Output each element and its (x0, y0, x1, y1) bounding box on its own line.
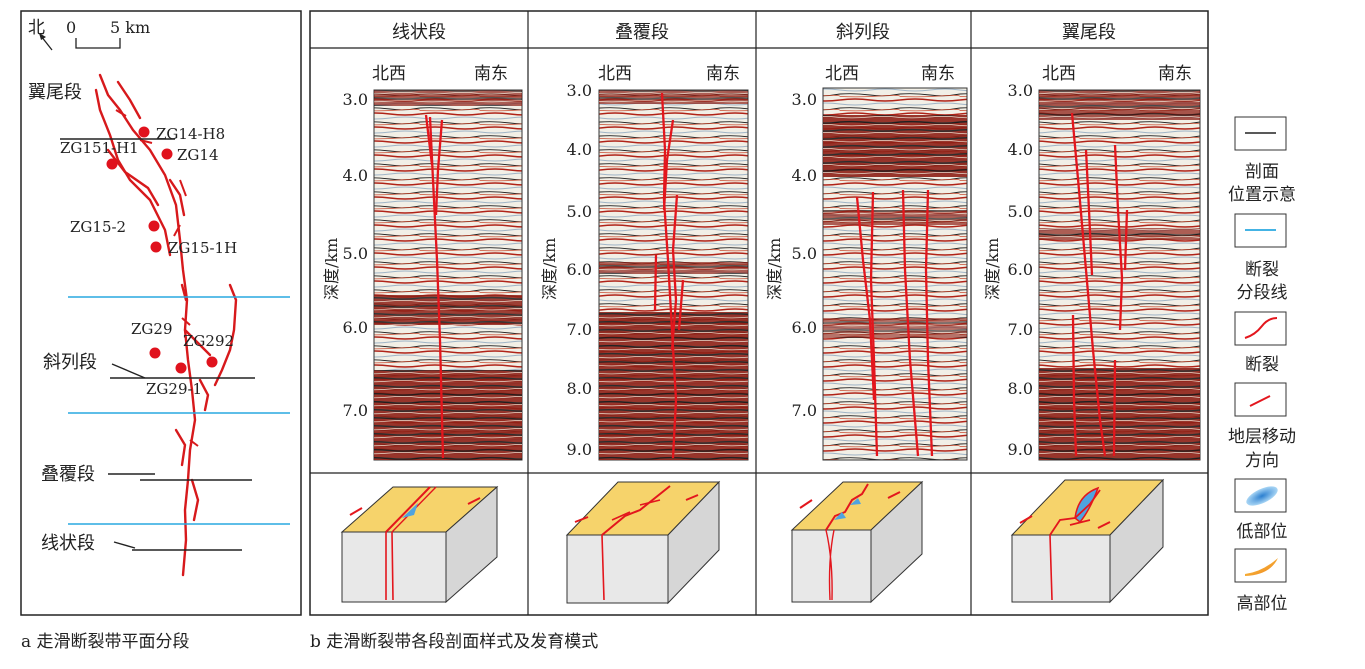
dir-left-label: 北西 (1042, 64, 1076, 84)
block-model-echelon (790, 480, 924, 604)
dir-left-label: 北西 (825, 64, 859, 84)
caption-b: b 走滑断裂带各段剖面样式及发育模式 (310, 632, 599, 652)
column-title-wing-tail: 翼尾段 (1062, 22, 1116, 43)
depth-ticks-overlap: 3.0 4.0 5.0 6.0 7.0 8.0 9.0 (567, 81, 592, 459)
svg-text:5.0: 5.0 (1008, 202, 1033, 221)
svg-text:4.0: 4.0 (792, 166, 817, 185)
legend-label: 剖面 (1245, 162, 1279, 182)
dir-left-label: 北西 (372, 64, 406, 84)
caption-a: a 走滑断裂带平面分段 (21, 632, 190, 652)
scale-bar (75, 38, 121, 49)
dir-right-label: 南东 (1158, 64, 1192, 84)
column-title-echelon: 斜列段 (836, 22, 890, 43)
scale-end-label: 5 km (110, 18, 150, 37)
legend-label: 断裂 (1245, 355, 1279, 375)
seismic-section-echelon (822, 87, 968, 461)
legend-label: 低部位 (1237, 522, 1288, 542)
well-label: ZG292 (183, 332, 234, 350)
well-markers (106, 126, 218, 374)
svg-text:8.0: 8.0 (1008, 379, 1033, 398)
segment-boundary-lines (68, 296, 290, 525)
segment-label-echelon: 斜列段 (43, 352, 97, 373)
svg-text:7.0: 7.0 (1008, 320, 1033, 339)
svg-text:5.0: 5.0 (343, 244, 368, 263)
dir-right-label: 南东 (706, 64, 740, 84)
svg-text:7.0: 7.0 (792, 401, 817, 420)
svg-text:4.0: 4.0 (343, 166, 368, 185)
svg-text:6.0: 6.0 (1008, 260, 1033, 279)
svg-text:4.0: 4.0 (1008, 140, 1033, 159)
legend-label: 高部位 (1237, 594, 1288, 614)
well-label: ZG15-1H (168, 239, 237, 257)
svg-text:4.0: 4.0 (567, 140, 592, 159)
profile-location-lines (60, 138, 255, 551)
depth-ticks-linear: 3.0 4.0 5.0 6.0 7.0 (343, 90, 368, 420)
svg-text:6.0: 6.0 (567, 260, 592, 279)
svg-text:3.0: 3.0 (343, 90, 368, 109)
svg-text:6.0: 6.0 (343, 318, 368, 337)
svg-text:3.0: 3.0 (567, 81, 592, 100)
svg-text:8.0: 8.0 (567, 379, 592, 398)
block-model-overlap (565, 480, 721, 605)
scale-zero-label: 0 (66, 18, 76, 37)
svg-text:7.0: 7.0 (343, 401, 368, 420)
well-label: ZG15-2 (70, 218, 126, 236)
map-panel-frame (20, 10, 302, 616)
svg-text:5.0: 5.0 (567, 202, 592, 221)
segment-label-overlap: 叠覆段 (41, 464, 95, 485)
svg-text:7.0: 7.0 (567, 320, 592, 339)
depth-axis-label: 深度/km (765, 238, 784, 300)
legend-swatch-movement (1234, 382, 1287, 417)
depth-ticks-echelon: 3.0 4.0 5.0 6.0 7.0 (792, 90, 817, 420)
svg-text:9.0: 9.0 (1008, 440, 1033, 459)
north-label: 北 (28, 18, 45, 38)
svg-text:3.0: 3.0 (1008, 81, 1033, 100)
legend-label: 方向 (1245, 451, 1279, 471)
column-title-overlap: 叠覆段 (615, 22, 669, 43)
block-model-wing-tail (1010, 478, 1165, 604)
well-label: ZG14 (177, 146, 219, 164)
well-label: ZG151-H1 (60, 139, 139, 157)
well-label: ZG14-H8 (156, 125, 225, 143)
well-label: ZG29 (131, 320, 173, 338)
dir-right-label: 南东 (474, 64, 508, 84)
depth-axis-label: 深度/km (983, 238, 1002, 300)
depth-axis-label: 深度/km (322, 238, 341, 300)
svg-text:6.0: 6.0 (792, 318, 817, 337)
well-label: ZG29-1 (146, 380, 202, 398)
north-arrow-head-icon (39, 33, 46, 40)
block-model-linear (340, 485, 499, 604)
legend: 剖面 位置示意 断裂 分段线 断裂 地层移动 方向 低部位 高部位 (1228, 116, 1296, 614)
seismic-section-linear (373, 89, 523, 461)
legend-label: 位置示意 (1228, 185, 1296, 205)
svg-text:5.0: 5.0 (792, 244, 817, 263)
segment-label-wing-tail: 翼尾段 (28, 82, 82, 103)
dir-right-label: 南东 (921, 64, 955, 84)
profile-grid-lines (310, 11, 1208, 615)
fault-branches (115, 109, 199, 447)
dir-left-label: 北西 (598, 64, 632, 84)
segment-label-linear: 线状段 (41, 533, 95, 554)
legend-swatch-high (1234, 548, 1287, 583)
legend-label: 断裂 (1245, 260, 1279, 280)
legend-label: 地层移动 (1228, 427, 1296, 447)
depth-axis-label: 深度/km (540, 238, 559, 300)
svg-text:3.0: 3.0 (792, 90, 817, 109)
depth-ticks-wing-tail: 3.0 4.0 5.0 6.0 7.0 8.0 9.0 (1008, 81, 1033, 459)
column-title-linear: 线状段 (392, 22, 446, 43)
seismic-section-overlap (598, 89, 749, 461)
svg-text:9.0: 9.0 (567, 440, 592, 459)
legend-label: 分段线 (1237, 283, 1288, 303)
seismic-section-wing-tail (1038, 89, 1201, 461)
